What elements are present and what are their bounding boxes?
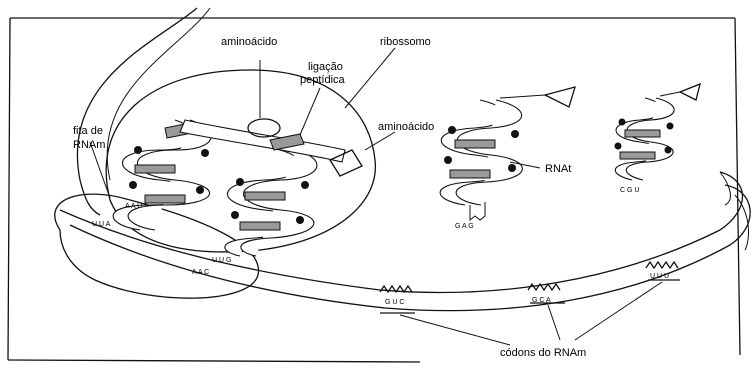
label-ribossomo: ribossomo <box>380 36 431 48</box>
leader-codon-3 <box>400 315 510 345</box>
codon-bump-3 <box>380 286 412 292</box>
bases-mrna-codon4: G C A <box>532 297 551 304</box>
codon-bump-5 <box>646 262 678 268</box>
bases-mrna-codon3: G U C <box>385 299 404 306</box>
bases-trna4-anticodon: C G U <box>620 187 639 194</box>
label-fita-line1: fita de <box>73 125 103 137</box>
trna-helix-2 <box>225 150 317 256</box>
label-rnat: RNAt <box>545 163 571 175</box>
frame-left <box>8 18 10 360</box>
label-aminoacido-right: aminoácido <box>378 121 434 133</box>
label-ligacao-line1: ligação <box>308 61 343 73</box>
leader-ribossomo <box>345 48 395 108</box>
mrna-ribbon-fold <box>720 172 730 205</box>
trna-helix-1 <box>113 120 211 230</box>
bases-trna1-anticodon: A A U <box>125 203 142 210</box>
bases-mrna-codon2: A A C <box>192 269 209 276</box>
bases-mrna-codon5: U U U <box>650 273 669 280</box>
bases-mrna-codon1: U U A <box>92 221 111 228</box>
bases-trna2-anticodon: U U G <box>212 257 231 264</box>
label-codons: códons do RNAm <box>500 347 586 359</box>
label-ligacao-line2: peptídica <box>300 74 346 86</box>
trna-helix-3 <box>440 87 575 220</box>
bases-trna3-anticodon: G A G <box>455 223 474 230</box>
trna-helix-4 <box>615 84 701 180</box>
label-fita-line2: RNAm <box>73 139 105 151</box>
frame-right <box>735 18 740 355</box>
label-aminoacido-top: aminoácido <box>221 36 277 48</box>
frame-bottom <box>8 360 420 362</box>
leader-codon-4 <box>548 305 560 340</box>
leader-codon-5 <box>575 282 662 340</box>
leader-ligacao <box>300 88 320 135</box>
